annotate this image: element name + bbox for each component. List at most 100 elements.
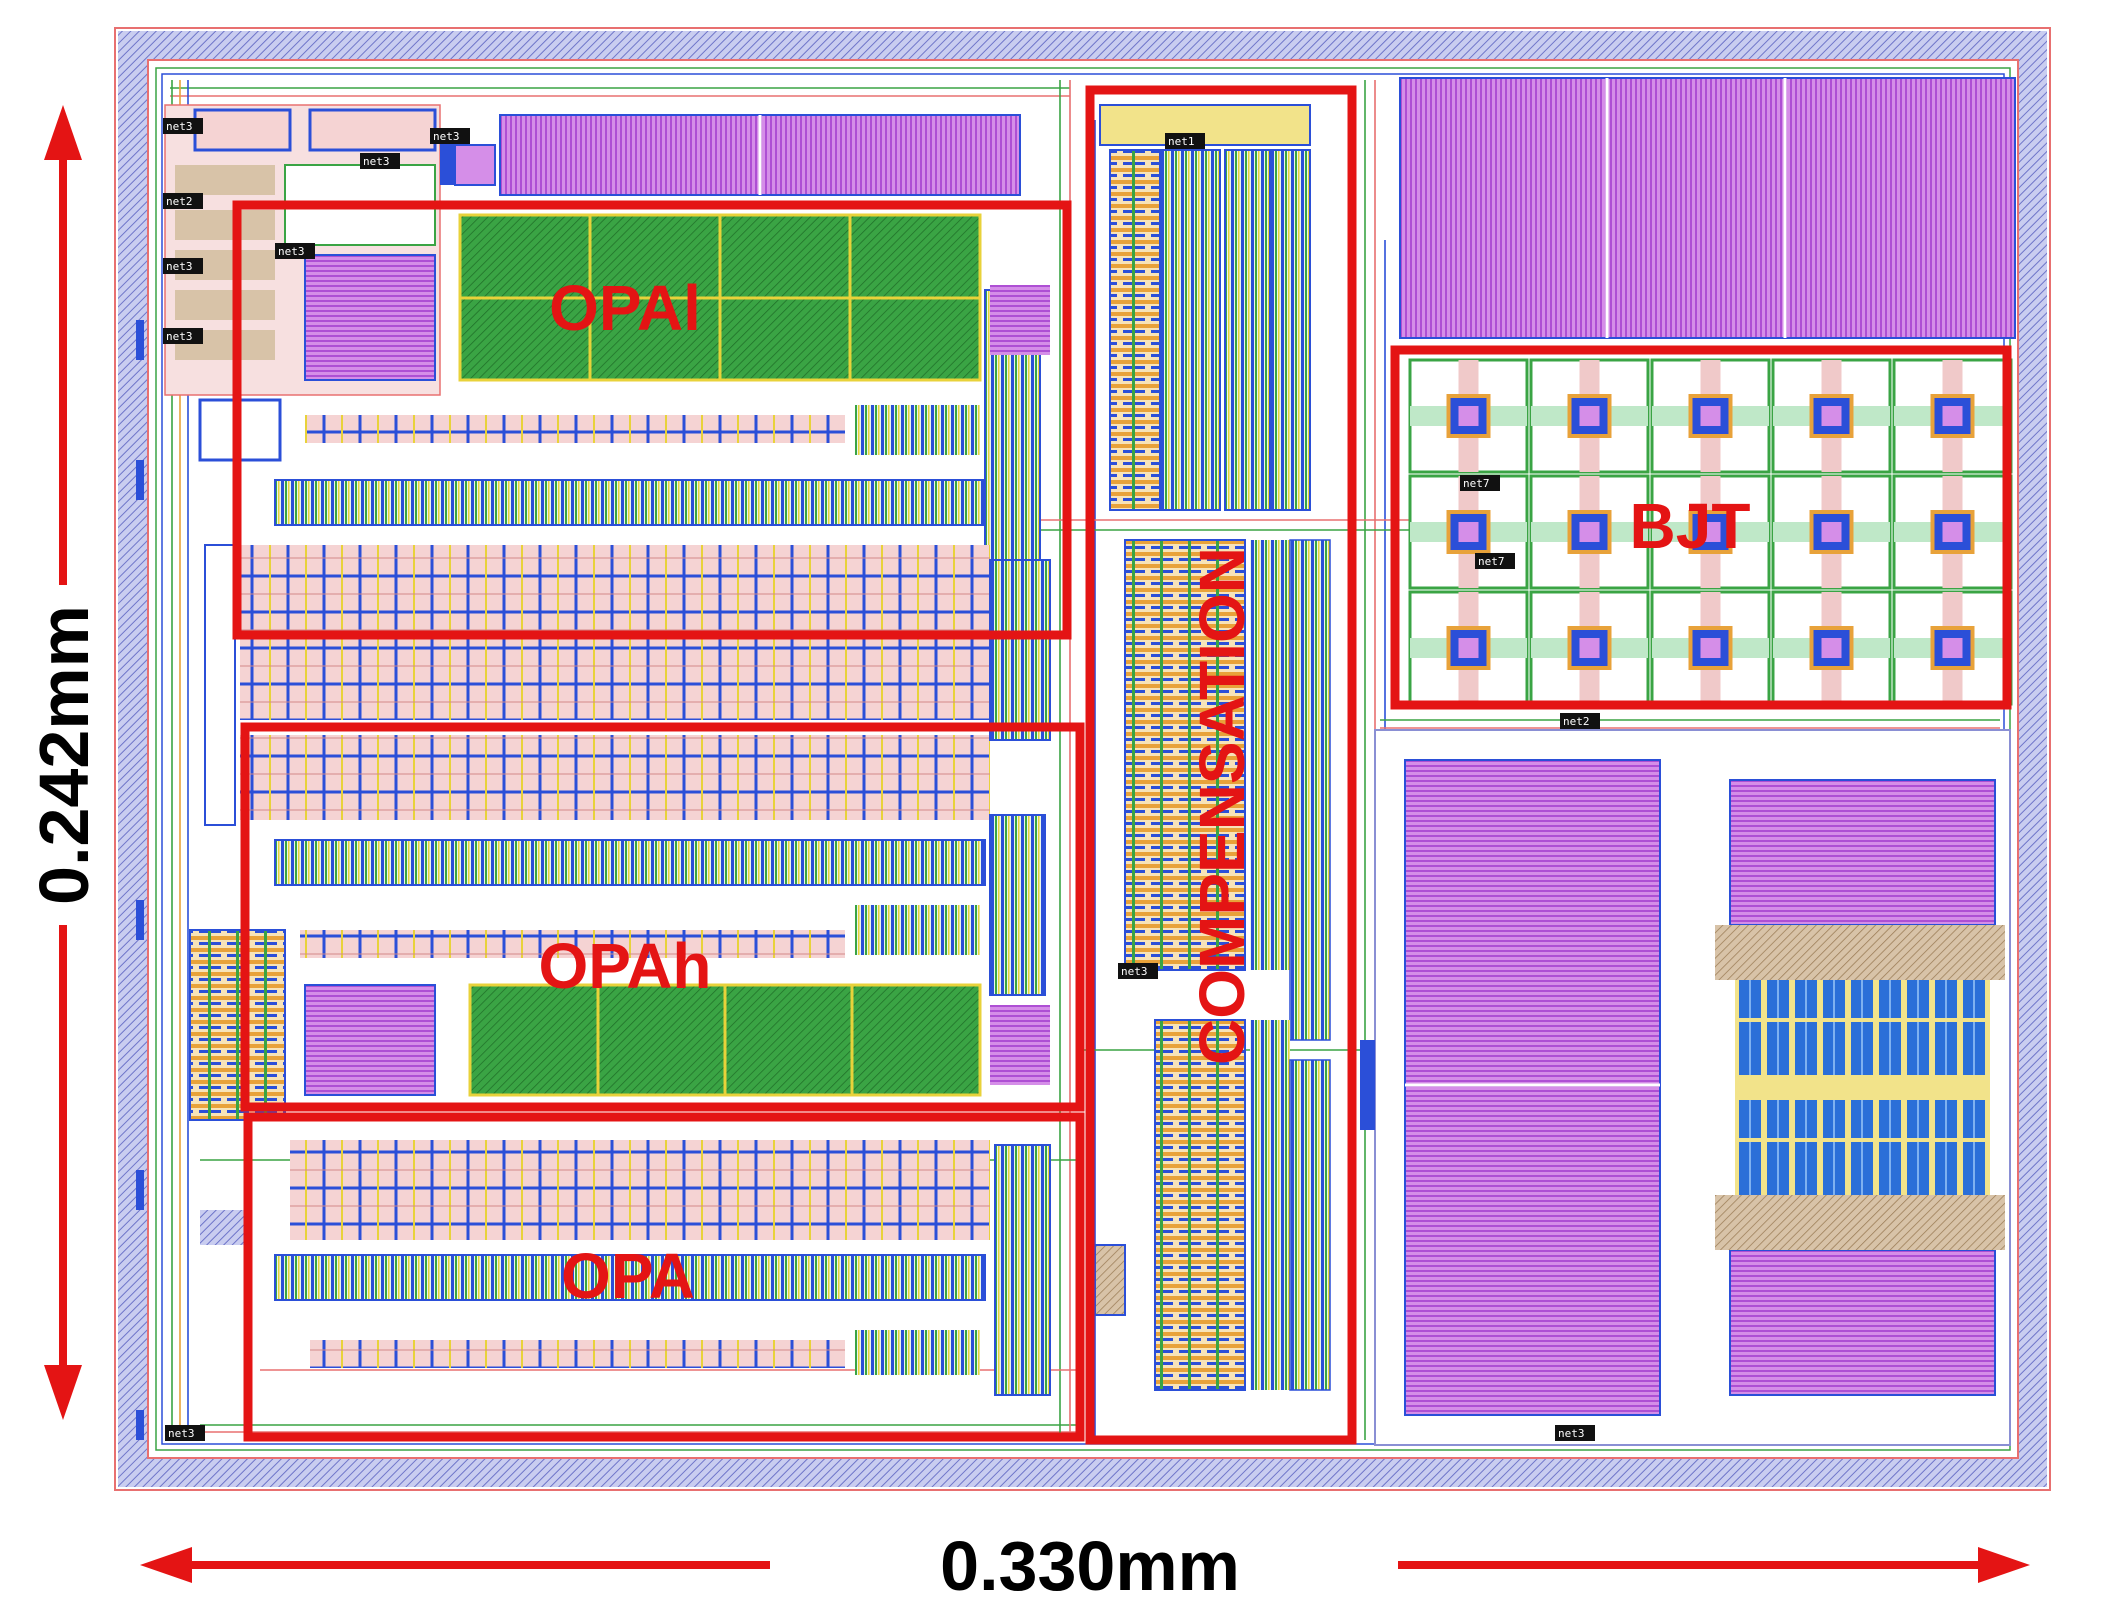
side-block: [1094, 1244, 1126, 1316]
finger-row: [855, 905, 980, 955]
net-label-text: net3: [363, 155, 390, 168]
bjt-array: [1408, 358, 2013, 706]
bjt-unit-cell: [1650, 358, 1771, 474]
side-cap: [994, 1144, 1051, 1396]
opah-label: OPAh: [538, 930, 711, 1002]
device-row: [274, 1254, 986, 1301]
height-label: 0.242mm: [25, 605, 103, 905]
net-label-text: net3: [1121, 965, 1148, 978]
net-label-text: net3: [1558, 1427, 1585, 1440]
resistor-block: [304, 984, 436, 1096]
net-label-tag: net3: [163, 328, 203, 344]
comp-column: [1124, 539, 1246, 971]
comp-column: [1269, 149, 1311, 511]
resistor-array: [1404, 759, 1661, 1416]
opal-label: OPAl: [549, 272, 701, 344]
bjt-block-outline: [1390, 345, 2012, 710]
net-label-tag: net3: [165, 1425, 205, 1441]
compensation-label: COMPENSATION: [1186, 547, 1258, 1065]
device-row: [310, 1340, 845, 1368]
device-row: [274, 839, 986, 886]
width-label: 0.330mm: [940, 1527, 1240, 1605]
net-label-text: net2: [166, 195, 193, 208]
bjt-unit-cell: [1650, 474, 1771, 590]
net-label-tag: net7: [1460, 475, 1500, 491]
net-label-text: net7: [1463, 477, 1490, 490]
net-label-tag: net3: [163, 258, 203, 274]
comp-column: [1154, 1019, 1246, 1391]
comp-column: [1289, 539, 1331, 1041]
bjt-unit-cell: [1892, 358, 2013, 474]
net-label-text: net3: [278, 245, 305, 258]
height-dimension: 0.242mm: [15, 105, 111, 1420]
net-label-tag: net3: [360, 153, 400, 169]
logic-cell: [454, 144, 496, 186]
net-label-text: net1: [1168, 135, 1195, 148]
finger-row: [855, 1330, 980, 1375]
net-label-tag: net1: [1165, 133, 1205, 149]
opal-block-outline: [232, 200, 1072, 640]
bjt-unit-cell: [1529, 590, 1650, 706]
compensation-block-outline: [1085, 85, 1357, 1445]
logic-cell: [175, 210, 275, 240]
cap-spacer: [1735, 1075, 1990, 1100]
net-label-text: net3: [433, 130, 460, 143]
bjt-unit-cell: [1408, 358, 1529, 474]
net-label-tag: net7: [1475, 553, 1515, 569]
resistor-block: [1729, 1249, 1996, 1396]
height-label-bg: [15, 585, 111, 925]
net-label-tag: net3: [163, 118, 203, 134]
bjt-unit-cell: [1771, 474, 1892, 590]
highlight-boxes: [232, 85, 2012, 1445]
bjt-unit-cell: [1529, 358, 1650, 474]
net-label-text: net3: [166, 330, 193, 343]
opah-block-outline: [240, 722, 1085, 1112]
bias-cell: [189, 929, 286, 1121]
opa-block-outline: [243, 1112, 1085, 1442]
mirror-grid: [204, 544, 1051, 826]
net-label-text: net7: [1478, 555, 1505, 568]
device-row: [300, 930, 845, 958]
net-label-tag: net2: [1560, 713, 1600, 729]
mirror-array-lower: [240, 735, 990, 820]
net-labels: net3 net2 net3 net3 net3 net3 net3 net7 net7 net2…: [163, 118, 1600, 1441]
logic-cell: [175, 290, 275, 320]
net-label-text: net3: [166, 260, 193, 273]
side-cap: [989, 814, 1046, 996]
logic-cell: [308, 108, 437, 152]
bjt-unit-cell: [1408, 590, 1529, 706]
pin: [136, 1410, 144, 1440]
mid-pin: [1360, 1040, 1375, 1130]
opal-top-resistors: [499, 114, 1021, 196]
pin: [136, 1170, 144, 1210]
net-label-tag: net3: [275, 243, 315, 259]
pin: [136, 460, 144, 500]
arrow-left-icon: [140, 1547, 192, 1583]
net-label-text: net3: [168, 1427, 195, 1440]
opa-label: OPA: [561, 1240, 695, 1312]
net-label-text: net2: [1563, 715, 1590, 728]
cap-array: [1735, 1100, 1990, 1195]
left-rail: [204, 544, 236, 826]
bjt-unit-cell: [1771, 358, 1892, 474]
comp-column: [1289, 1059, 1331, 1391]
bjt-unit-cell: [1529, 474, 1650, 590]
comp-column: [1250, 1020, 1290, 1390]
brown-strip: [1715, 1195, 2005, 1250]
bottom-right-devices: [1360, 729, 2011, 1446]
resistor-block: [304, 254, 436, 381]
comp-column: [1250, 540, 1290, 970]
width-dimension: 0.330mm: [140, 1527, 2030, 1605]
comp-column: [1109, 149, 1161, 511]
opa-devices: [200, 1140, 1126, 1396]
net-label-text: net3: [166, 120, 193, 133]
logic-cell: [175, 165, 275, 195]
bjt-unit-cell: [1892, 474, 2013, 590]
brown-strip: [1715, 925, 2005, 980]
net-label-tag: net3: [1555, 1425, 1595, 1441]
comp-column: [1159, 149, 1221, 511]
resistor-block: [1729, 779, 1996, 926]
side-res: [990, 285, 1050, 355]
pin: [136, 900, 144, 940]
mirror-spacer: [989, 559, 1051, 741]
